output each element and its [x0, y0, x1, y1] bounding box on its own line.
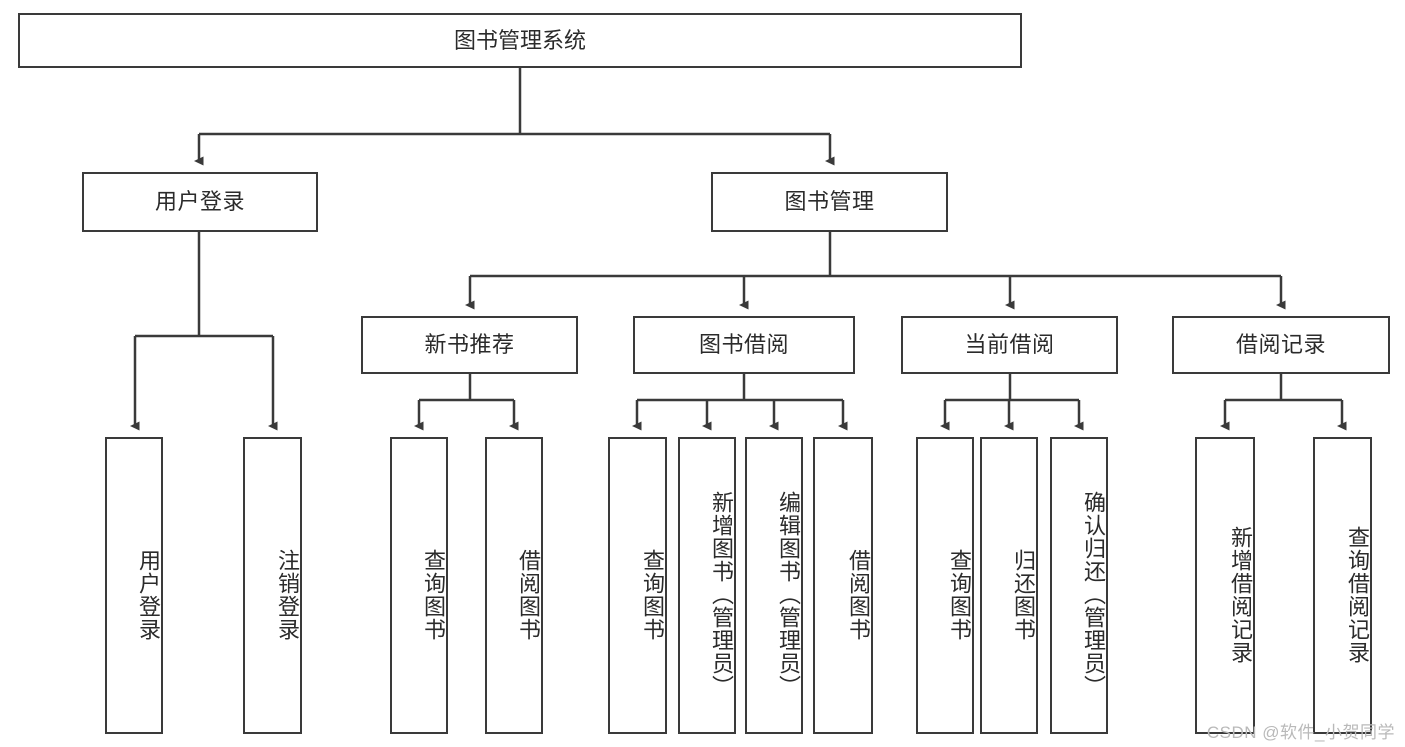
- node-leaf-confirm-return[interactable]: 确认归还（管理员）: [1050, 437, 1108, 734]
- node-user-login[interactable]: 用户登录: [82, 172, 318, 232]
- leaf-label: 新增图书（管理员）: [709, 491, 734, 698]
- leaf-label: 查询图书: [640, 548, 665, 641]
- leaf-label: 查询图书: [421, 548, 446, 641]
- node-leaf-query-book-3[interactable]: 查询图书: [916, 437, 974, 734]
- leaf-label: 新增借阅记录: [1228, 525, 1253, 664]
- node-leaf-query-book-2[interactable]: 查询图书: [608, 437, 667, 734]
- leaf-label: 借阅图书: [516, 548, 541, 641]
- leaf-label: 注销登录: [275, 548, 300, 641]
- node-leaf-borrow-book-1[interactable]: 借阅图书: [485, 437, 543, 734]
- leaf-label: 用户登录: [136, 548, 161, 641]
- node-current-borrow[interactable]: 当前借阅: [901, 316, 1118, 374]
- leaf-label: 编辑图书（管理员）: [776, 491, 801, 698]
- leaf-label: 借阅图书: [846, 548, 871, 641]
- node-leaf-user-login[interactable]: 用户登录: [105, 437, 163, 734]
- node-leaf-edit-book[interactable]: 编辑图书（管理员）: [745, 437, 803, 734]
- leaf-label: 查询图书: [947, 548, 972, 641]
- node-leaf-borrow-book-2[interactable]: 借阅图书: [813, 437, 873, 734]
- node-borrow-record[interactable]: 借阅记录: [1172, 316, 1390, 374]
- node-leaf-return-book[interactable]: 归还图书: [980, 437, 1038, 734]
- node-leaf-query-record[interactable]: 查询借阅记录: [1313, 437, 1372, 734]
- csdn-watermark: CSDN @软件_小贺同学: [1206, 723, 1395, 742]
- node-leaf-logout-login[interactable]: 注销登录: [243, 437, 302, 734]
- node-root-system[interactable]: 图书管理系统: [18, 13, 1022, 68]
- node-new-book-recommend[interactable]: 新书推荐: [361, 316, 578, 374]
- node-leaf-add-book[interactable]: 新增图书（管理员）: [678, 437, 736, 734]
- leaf-label: 查询借阅记录: [1345, 525, 1370, 664]
- node-book-management[interactable]: 图书管理: [711, 172, 948, 232]
- leaf-label: 确认归还（管理员）: [1081, 491, 1106, 698]
- node-leaf-add-record[interactable]: 新增借阅记录: [1195, 437, 1255, 734]
- leaf-label: 归还图书: [1011, 548, 1036, 641]
- node-leaf-query-book-1[interactable]: 查询图书: [390, 437, 448, 734]
- node-book-borrow[interactable]: 图书借阅: [633, 316, 855, 374]
